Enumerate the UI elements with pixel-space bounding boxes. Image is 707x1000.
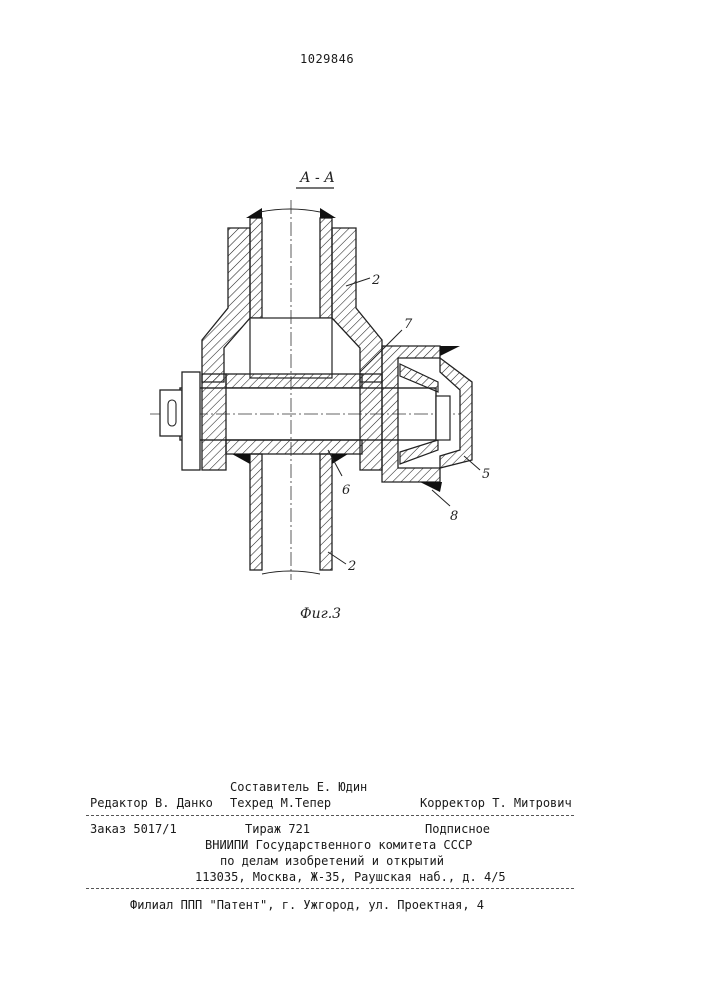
subscription: Подписное <box>425 822 490 836</box>
cotter-pin <box>168 400 176 426</box>
divider-bottom <box>86 888 574 889</box>
lower-pipe-left-wall <box>250 454 262 570</box>
composer: Составитель Е. Юдин <box>230 780 367 794</box>
bushing-upper <box>226 374 362 388</box>
patent-number: 1029846 <box>300 52 354 66</box>
address: 113035, Москва, Ж-35, Раушская наб., д. … <box>195 870 506 884</box>
divider-top <box>86 815 574 816</box>
label-part-2-top: 2 <box>371 273 380 288</box>
label-part-8: 8 <box>450 509 458 524</box>
upper-pipe-right-wall <box>320 218 332 318</box>
branch: Филиал ППП "Патент", г. Ужгород, ул. Про… <box>130 898 484 912</box>
label-part-5: 5 <box>482 467 490 482</box>
weld-top-left <box>246 208 262 218</box>
label-part-6: 6 <box>342 483 350 498</box>
flange-right <box>360 374 382 470</box>
housing-left <box>202 228 250 382</box>
housing-right <box>332 228 382 382</box>
section-label: А - А <box>299 170 335 186</box>
corrector: Корректор Т. Митрович <box>420 796 572 810</box>
editor: Редактор В. Данко <box>90 796 213 810</box>
tech-editor: Техред М.Тепер <box>230 796 331 810</box>
weld-cap-top <box>440 346 460 356</box>
institute-sub: по делам изобретений и открытий <box>220 854 444 868</box>
label-part-2-bottom: 2 <box>347 559 356 574</box>
lower-pipe-right-wall <box>320 454 332 570</box>
circulation: Тираж 721 <box>245 822 310 836</box>
technical-drawing: А - А <box>120 160 520 630</box>
washer-left <box>182 372 200 470</box>
upper-pipe-left-wall <box>250 218 262 318</box>
label-part-7: 7 <box>404 317 413 332</box>
flange-left <box>202 374 226 470</box>
bushing-lower <box>226 440 362 454</box>
order: Заказ 5017/1 <box>90 822 177 836</box>
figure-caption: Фиг.3 <box>300 606 341 622</box>
weld-cap-bottom <box>420 482 442 492</box>
section-view-drawing: А - А <box>120 160 520 630</box>
shaft-end <box>436 396 450 440</box>
institute: ВНИИПИ Государственного комитета СССР <box>205 838 472 852</box>
wedge-lower <box>400 440 438 464</box>
weld-lower-left <box>232 454 250 464</box>
weld-top-right <box>320 208 336 218</box>
